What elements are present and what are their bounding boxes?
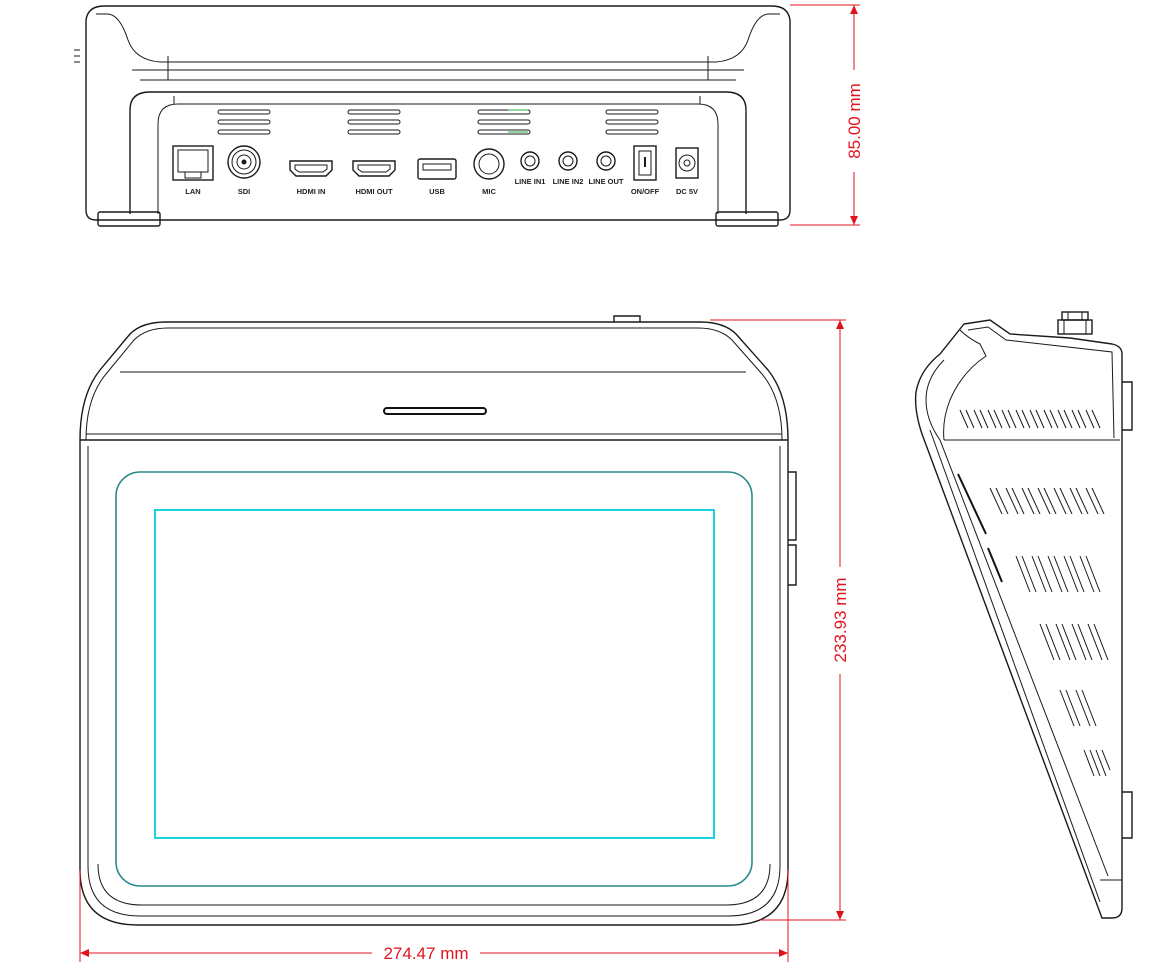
front-view: 233.93 mm 274.47 mm (79, 315, 850, 963)
port-label-sdi: SDI (238, 187, 251, 196)
line-in1-jack (520, 151, 540, 171)
side-view (914, 311, 1133, 919)
dc-power-jack (675, 147, 699, 179)
power-switch (633, 145, 657, 181)
port-label-usb: USB (429, 187, 445, 196)
usb-port (417, 158, 457, 180)
depth-dimension: 233.93 mm (710, 319, 850, 921)
sdi-port (227, 145, 261, 179)
port-label-on-off: ON/OFF (631, 187, 660, 196)
port-label-line-in2: LINE IN2 (553, 177, 584, 186)
width-dimension: 274.47 mm (79, 870, 789, 963)
left-vents (74, 49, 80, 63)
width-dimension-label: 274.47 mm (383, 944, 468, 963)
line-out-jack (596, 151, 616, 171)
port-label-dc-5v: DC 5V (676, 187, 698, 196)
port-label-line-in1: LINE IN1 (515, 177, 546, 186)
hdmi-out-port (352, 160, 396, 177)
rear-vent-slots (217, 109, 659, 135)
height-dimension-label: 85.00 mm (845, 83, 864, 159)
port-label-mic: MIC (482, 187, 496, 196)
depth-dimension-label: 233.93 mm (831, 577, 850, 662)
screen-bezel (115, 471, 753, 887)
port-label-line-out: LINE OUT (589, 177, 624, 186)
display-area (154, 509, 715, 839)
port-label-hdmi-in: HDMI IN (297, 187, 326, 196)
rear-view: LAN SDI HDMI IN HDMI OUT USB MIC LINE IN… (74, 4, 864, 227)
mic-jack (473, 148, 505, 180)
side-sdi-connector (1057, 311, 1093, 335)
height-dimension: 85.00 mm (790, 4, 864, 226)
hdmi-in-port (289, 160, 333, 177)
line-in2-jack (558, 151, 578, 171)
lan-port (172, 145, 214, 181)
port-label-hdmi-out: HDMI OUT (355, 187, 392, 196)
port-label-lan: LAN (185, 187, 200, 196)
side-vent-slots (959, 409, 1111, 777)
